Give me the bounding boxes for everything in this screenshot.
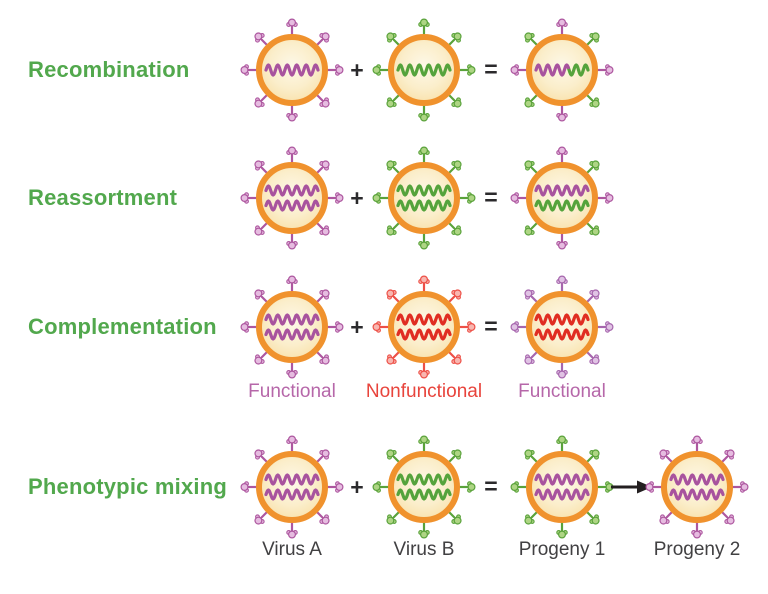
plus-sign: +	[350, 474, 364, 500]
plus-sign: +	[350, 314, 364, 340]
phenotypic-mixing-progeny-2-virus	[645, 435, 749, 539]
phenotypic-mixing-virus-a	[240, 435, 344, 539]
complementation-functional-virus	[240, 275, 344, 379]
reassortment-parent-virus-2	[372, 146, 476, 250]
recombination-parent-virus-1	[240, 18, 344, 122]
equals-sign: =	[484, 473, 498, 499]
plus-sign: +	[350, 185, 364, 211]
arrow-icon	[611, 480, 652, 494]
reassortment-parent-virus-1	[240, 146, 344, 250]
complementation-nonfunctional-virus	[372, 275, 476, 379]
phenotypic-mixing-progeny-1-virus	[510, 435, 614, 539]
label-functional-1: Functional	[248, 381, 336, 402]
equals-sign: =	[484, 184, 498, 210]
label-nonfunctional: Nonfunctional	[365, 381, 483, 402]
row-label-recombination: Recombination	[28, 57, 190, 82]
label-virus-b: Virus B	[393, 539, 455, 560]
plus-sign: +	[350, 57, 364, 83]
label-progeny-1: Progeny 1	[518, 539, 606, 560]
row-label-reassortment: Reassortment	[28, 185, 178, 210]
row-label-complementation: Complementation	[28, 314, 217, 339]
phenotypic-mixing-virus-b	[372, 435, 476, 539]
complementation-product-virus	[510, 275, 614, 379]
label-progeny-2: Progeny 2	[653, 539, 741, 560]
equals-sign: =	[484, 313, 498, 339]
recombination-product-virus	[510, 18, 614, 122]
recombination-parent-virus-2	[372, 18, 476, 122]
label-virus-a: Virus A	[262, 539, 322, 560]
equals-sign: =	[484, 56, 498, 82]
row-label-phenotypic-mixing: Phenotypic mixing	[28, 474, 227, 499]
label-functional-2: Functional	[518, 381, 606, 402]
reassortment-product-virus	[510, 146, 614, 250]
